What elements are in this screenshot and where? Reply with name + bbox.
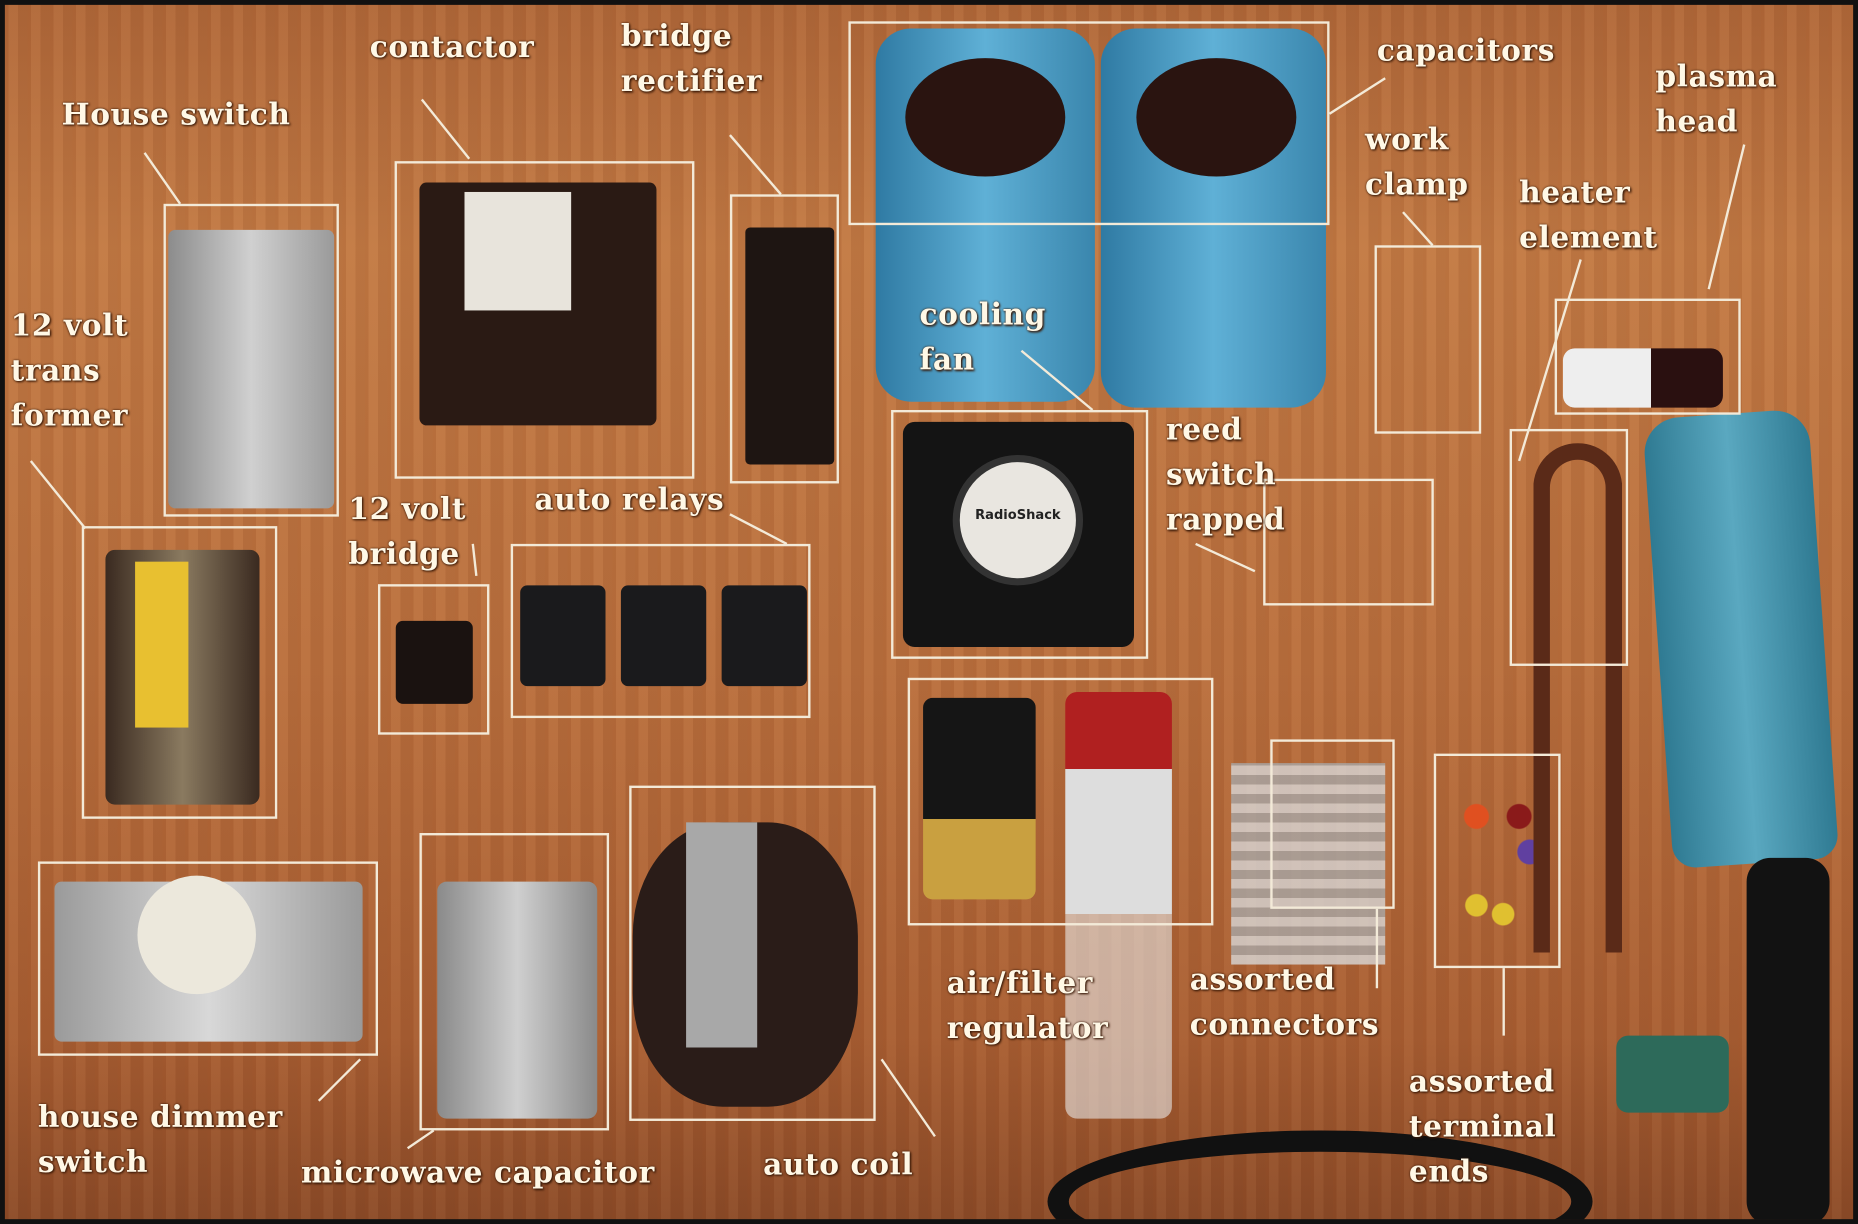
leader-capacitors bbox=[1328, 77, 1386, 115]
box-heater-element bbox=[1509, 428, 1629, 666]
box-air-filter bbox=[907, 677, 1214, 926]
label-reed-switch: reed switch rapped bbox=[1165, 412, 1286, 537]
label-house-switch: House switch bbox=[61, 97, 291, 132]
fan-brand-text: RadioShack bbox=[975, 507, 1061, 523]
box-house-switch bbox=[163, 203, 339, 517]
label-work-clamp: work clamp bbox=[1365, 122, 1469, 202]
box-cooling-fan bbox=[891, 409, 1149, 659]
box-connectors bbox=[1270, 739, 1395, 909]
capacitor-top-right bbox=[1136, 58, 1297, 177]
contactor-label bbox=[464, 191, 572, 311]
label-volt-bridge: 12 volt bridge bbox=[348, 491, 466, 572]
leader-bridge-rectifier bbox=[729, 134, 782, 196]
box-dimmer bbox=[37, 861, 378, 1056]
box-terminal-ends bbox=[1433, 753, 1561, 969]
box-auto-relays bbox=[510, 543, 811, 719]
volt-bridge-part bbox=[395, 620, 473, 704]
leader-auto-relays bbox=[729, 513, 788, 545]
connectors-part bbox=[1231, 763, 1386, 965]
leader-reed-switch bbox=[1195, 542, 1256, 573]
torch-cable bbox=[1746, 857, 1830, 1220]
bridge-rectifier-part bbox=[745, 227, 835, 465]
label-microwave-cap: microwave capacitor bbox=[300, 1155, 655, 1190]
heater-base bbox=[1616, 1035, 1729, 1113]
label-heater-element: heater element bbox=[1519, 175, 1658, 255]
dimmer-knob bbox=[137, 875, 256, 995]
leader-heater-element bbox=[1517, 259, 1582, 462]
leader-lines bbox=[29, 77, 1746, 1150]
leader-transformer bbox=[29, 460, 87, 530]
terminal-ends-part bbox=[1444, 780, 1552, 959]
box-volt-bridge bbox=[377, 584, 490, 735]
fan-hub: RadioShack bbox=[952, 455, 1084, 586]
leader-cooling-fan bbox=[1020, 349, 1094, 411]
box-microwave-cap bbox=[419, 833, 610, 1131]
label-transformer: 12 volt trans former bbox=[10, 308, 129, 433]
leader-auto-coil bbox=[880, 1058, 936, 1138]
house-switch-part bbox=[168, 229, 335, 509]
box-contactor bbox=[394, 161, 695, 479]
box-transformer bbox=[81, 526, 278, 819]
label-terminal-ends: assorted terminal ends bbox=[1408, 1064, 1557, 1189]
leader-volt-bridge bbox=[471, 543, 478, 577]
box-plasma-head bbox=[1554, 298, 1741, 415]
leader-contactor bbox=[420, 98, 471, 160]
leader-work-clamp bbox=[1402, 211, 1434, 247]
box-auto-coil bbox=[629, 785, 876, 1121]
label-auto-relays: auto relays bbox=[534, 482, 725, 517]
auto-coil-core bbox=[686, 822, 758, 1048]
label-bridge-rectifier: bridge rectifier bbox=[620, 18, 763, 99]
solenoid-valve bbox=[923, 697, 1036, 900]
label-auto-coil: auto coil bbox=[763, 1147, 914, 1182]
label-air-filter: air/filter regulator bbox=[946, 965, 1109, 1046]
leader-house-switch bbox=[143, 152, 182, 205]
plasma-tip bbox=[1562, 348, 1723, 408]
box-reed-switch bbox=[1263, 478, 1434, 606]
microwave-cap-part bbox=[437, 881, 598, 1119]
heater-element-part bbox=[1533, 443, 1623, 953]
relay-2 bbox=[620, 585, 707, 687]
box-bridge-rectifier bbox=[729, 194, 839, 484]
label-cooling-fan: cooling fan bbox=[919, 297, 1046, 377]
leader-plasma-head bbox=[1707, 144, 1746, 290]
label-connectors: assorted connectors bbox=[1189, 962, 1380, 1042]
label-contactor: contactor bbox=[369, 29, 535, 64]
capacitor-top-left bbox=[905, 58, 1066, 177]
leader-microwave-cap bbox=[406, 1129, 435, 1150]
relay-1 bbox=[520, 585, 606, 687]
relay-3 bbox=[721, 585, 807, 687]
label-plasma-head: plasma head bbox=[1655, 59, 1778, 139]
box-capacitors bbox=[848, 21, 1330, 226]
label-dimmer: house dimmer switch bbox=[37, 1099, 283, 1180]
air-regulator-part bbox=[1065, 692, 1172, 1119]
box-work-clamp bbox=[1374, 245, 1482, 434]
transformer-sticker bbox=[135, 561, 189, 728]
leader-dimmer bbox=[317, 1058, 362, 1102]
label-capacitors: capacitors bbox=[1376, 33, 1556, 68]
